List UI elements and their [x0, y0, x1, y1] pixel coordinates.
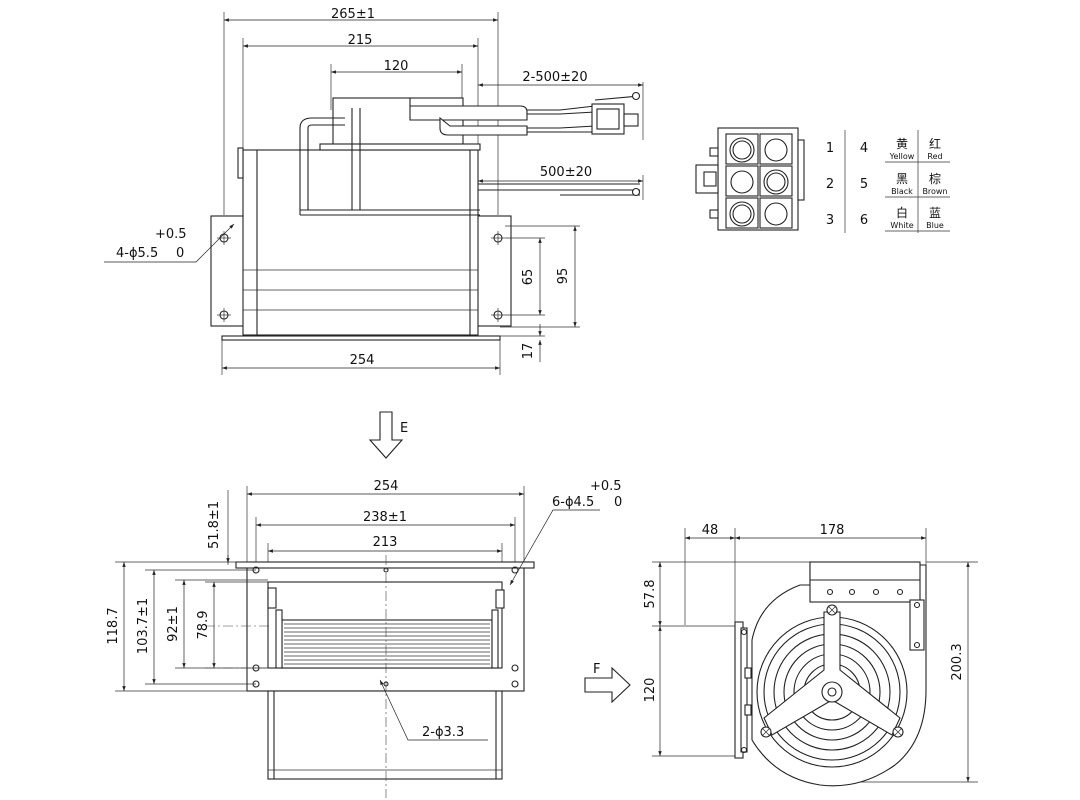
wire-color-5-en: Brown: [922, 187, 947, 196]
dim-213: 213: [373, 535, 398, 550]
pin-2: 2: [826, 177, 834, 192]
dim-51-8: 51.8±1: [207, 501, 222, 549]
dim-lead-long: 2-500±20: [522, 70, 587, 85]
front-view: [115, 486, 600, 798]
front-hole-tolerance: +0.5: [590, 479, 622, 494]
front-hole-spec: 6-ϕ4.5: [552, 495, 594, 510]
wire-color-3-en: White: [890, 221, 913, 230]
dim-78-9: 78.9: [196, 611, 211, 640]
wire-color-4-en: Red: [927, 152, 942, 161]
wire-color-1-cn: 黄: [896, 137, 908, 151]
pin-table: [844, 130, 950, 233]
dim-65: 65: [521, 269, 536, 286]
pin-4: 4: [860, 141, 868, 156]
pin-6: 6: [860, 213, 868, 228]
view-label-f: F: [593, 662, 600, 677]
wire-color-6-cn: 蓝: [929, 206, 941, 220]
dim-118-7: 118.7: [106, 607, 121, 644]
wire-color-6-en: Blue: [926, 221, 944, 230]
dim-57-8: 57.8: [643, 580, 658, 609]
front-hole-tolerance-zero: 0: [614, 495, 622, 510]
top-view: [104, 12, 644, 375]
dim-120-side: 120: [643, 678, 658, 703]
dim-178: 178: [820, 523, 845, 538]
hole-tolerance: +0.5: [155, 227, 187, 242]
wire-color-2-cn: 黑: [896, 172, 908, 186]
pin-3: 3: [826, 213, 834, 228]
dim-238: 238±1: [363, 510, 407, 525]
view-label-e: E: [400, 421, 408, 436]
dim-254-top: 254: [350, 353, 375, 368]
dim-95: 95: [556, 268, 571, 285]
dim-17: 17: [521, 343, 536, 360]
dim-200-3: 200.3: [950, 643, 965, 680]
dim-120: 120: [384, 59, 409, 74]
view-arrow-e: [368, 411, 404, 459]
dim-103-7: 103.7±1: [136, 598, 151, 654]
hole-tolerance-zero: 0: [176, 246, 184, 261]
wire-color-3-cn: 白: [896, 205, 908, 220]
hole-spec: 4-ϕ5.5: [116, 246, 158, 261]
wire-color-5-cn: 棕: [929, 171, 941, 186]
wire-color-2-en: Black: [891, 187, 913, 196]
side-view: [652, 528, 978, 787]
dim-lead-short: 500±20: [540, 165, 592, 180]
dim-48: 48: [702, 523, 719, 538]
small-hole-spec: 2-ϕ3.3: [422, 725, 464, 740]
dim-92: 92±1: [166, 606, 181, 642]
dim-265: 265±1: [331, 7, 375, 22]
wire-color-4-cn: 红: [929, 136, 941, 151]
wire-color-1-en: Yellow: [889, 152, 915, 161]
view-arrow-f: [584, 666, 631, 704]
pin-1: 1: [826, 141, 834, 156]
dim-215: 215: [348, 33, 373, 48]
dim-254-front: 254: [374, 479, 399, 494]
pin-5: 5: [860, 177, 868, 192]
connector-drawing: [695, 127, 805, 231]
fan-blades: [284, 623, 490, 665]
